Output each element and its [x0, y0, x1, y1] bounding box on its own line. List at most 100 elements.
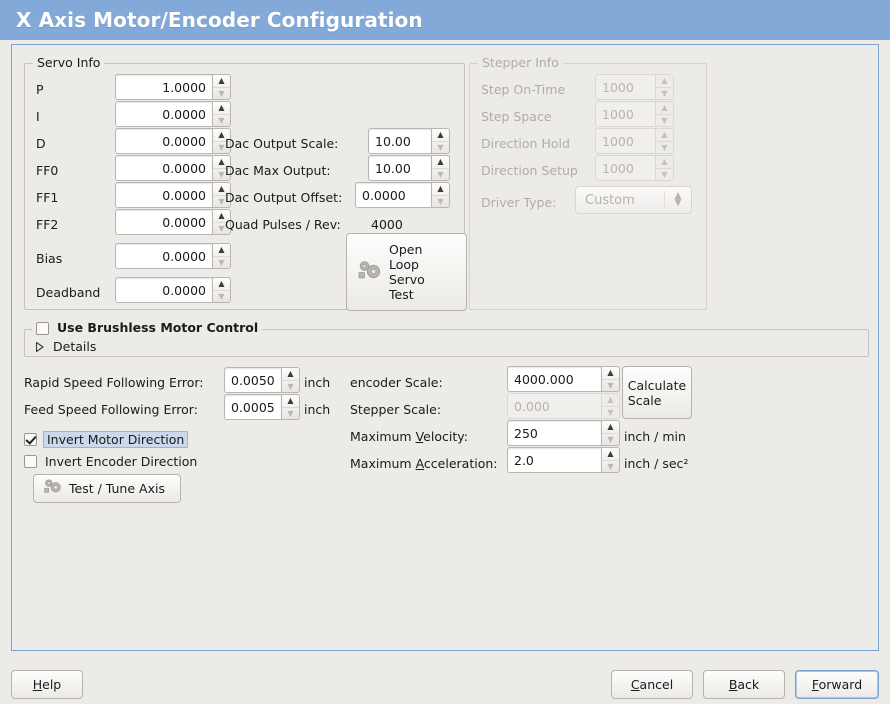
- dac-max-output-value[interactable]: 10.00: [368, 155, 431, 181]
- max-acceleration-stepper[interactable]: ▲ ▼: [601, 447, 620, 473]
- spin-up-icon[interactable]: ▲: [218, 76, 225, 85]
- spin-up-icon[interactable]: ▲: [607, 422, 614, 431]
- encoder-scale-spin[interactable]: 4000.000 ▲ ▼: [507, 366, 620, 392]
- dac-output-offset-stepper[interactable]: ▲ ▼: [431, 182, 450, 208]
- rapid-following-error-spin[interactable]: 0.0050 ▲ ▼: [224, 367, 300, 393]
- spin-down-icon[interactable]: ▼: [602, 433, 619, 445]
- spin-up-icon[interactable]: ▲: [218, 245, 225, 254]
- feed-following-error-spin[interactable]: 0.0005 ▲ ▼: [224, 394, 300, 420]
- servo-spin-d[interactable]: 0.0000 ▲ ▼: [115, 128, 231, 154]
- use-brushless-motor-control-checkbox[interactable]: [36, 321, 49, 335]
- servo-spin-ff1-stepper[interactable]: ▲ ▼: [212, 182, 231, 208]
- servo-spin-p-stepper[interactable]: ▲ ▼: [212, 74, 231, 100]
- test-tune-axis-button[interactable]: Test / Tune Axis: [33, 474, 181, 503]
- spin-up-icon[interactable]: ▲: [437, 184, 444, 193]
- spin-down-icon[interactable]: ▼: [213, 222, 230, 234]
- invert-encoder-direction-row[interactable]: Invert Encoder Direction: [24, 454, 197, 469]
- servo-label-i: I: [36, 109, 40, 124]
- spin-down-icon[interactable]: ▼: [282, 407, 299, 419]
- servo-spin-i-stepper[interactable]: ▲ ▼: [212, 101, 231, 127]
- spin-up-icon[interactable]: ▲: [287, 396, 294, 405]
- spin-down-icon[interactable]: ▼: [213, 290, 230, 302]
- servo-spin-p[interactable]: 1.0000 ▲ ▼: [115, 74, 231, 100]
- spin-down-icon[interactable]: ▼: [213, 168, 230, 180]
- servo-spin-d-stepper[interactable]: ▲ ▼: [212, 128, 231, 154]
- dac-output-scale-stepper[interactable]: ▲ ▼: [431, 128, 450, 154]
- max-velocity-label-pre: Maximum: [350, 429, 416, 444]
- rapid-following-error-stepper[interactable]: ▲ ▼: [281, 367, 300, 393]
- spin-up-icon[interactable]: ▲: [437, 157, 444, 166]
- spin-up-icon[interactable]: ▲: [218, 157, 225, 166]
- help-button[interactable]: Help: [11, 670, 83, 699]
- dac-output-offset-value[interactable]: 0.0000: [355, 182, 431, 208]
- invert-encoder-direction-checkbox[interactable]: [24, 455, 37, 468]
- max-acceleration-value[interactable]: 2.0: [507, 447, 601, 473]
- servo-spin-i[interactable]: 0.0000 ▲ ▼: [115, 101, 231, 127]
- max-velocity-stepper[interactable]: ▲ ▼: [601, 420, 620, 446]
- details-expander[interactable]: Details: [34, 339, 96, 354]
- spin-down-icon[interactable]: ▼: [602, 460, 619, 472]
- spin-up-icon[interactable]: ▲: [218, 103, 225, 112]
- rapid-following-error-value[interactable]: 0.0050: [224, 367, 281, 393]
- feed-following-error-stepper[interactable]: ▲ ▼: [281, 394, 300, 420]
- calculate-scale-button[interactable]: Calculate Scale: [622, 366, 692, 419]
- servo-spin-ff0-value[interactable]: 0.0000: [115, 155, 212, 181]
- forward-button[interactable]: Forward: [795, 670, 879, 699]
- spin-up-icon[interactable]: ▲: [218, 279, 225, 288]
- servo-spin-ff2-value[interactable]: 0.0000: [115, 209, 212, 235]
- dac-max-output-spin[interactable]: 10.00 ▲ ▼: [368, 155, 450, 181]
- spin-down-icon[interactable]: ▼: [213, 87, 230, 99]
- invert-motor-direction-row[interactable]: Invert Motor Direction: [24, 431, 189, 448]
- servo-spin-ff2[interactable]: 0.0000 ▲ ▼: [115, 209, 231, 235]
- spin-down-icon[interactable]: ▼: [432, 141, 449, 153]
- spin-down-icon[interactable]: ▼: [282, 380, 299, 392]
- servo-spin-bias-stepper[interactable]: ▲ ▼: [212, 243, 231, 269]
- spin-down-icon[interactable]: ▼: [213, 141, 230, 153]
- cancel-button[interactable]: Cancel: [611, 670, 693, 699]
- spin-up-icon[interactable]: ▲: [607, 449, 614, 458]
- max-velocity-spin[interactable]: 250 ▲ ▼: [507, 420, 620, 446]
- spin-down-icon[interactable]: ▼: [213, 195, 230, 207]
- servo-spin-deadband-value[interactable]: 0.0000: [115, 277, 212, 303]
- spin-up-icon[interactable]: ▲: [218, 184, 225, 193]
- spin-down-icon[interactable]: ▼: [213, 256, 230, 268]
- spin-down-icon[interactable]: ▼: [432, 168, 449, 180]
- dac-max-output-stepper[interactable]: ▲ ▼: [431, 155, 450, 181]
- spin-up-icon[interactable]: ▲: [437, 130, 444, 139]
- max-acceleration-label-post: cceleration:: [423, 456, 498, 471]
- open-loop-servo-test-button[interactable]: Open Loop Servo Test: [346, 233, 467, 311]
- servo-spin-ff0-stepper[interactable]: ▲ ▼: [212, 155, 231, 181]
- invert-motor-direction-checkbox[interactable]: [24, 433, 37, 446]
- servo-spin-ff1[interactable]: 0.0000 ▲ ▼: [115, 182, 231, 208]
- servo-spin-deadband-stepper[interactable]: ▲ ▼: [212, 277, 231, 303]
- servo-spin-ff2-stepper[interactable]: ▲ ▼: [212, 209, 231, 235]
- max-acceleration-spin[interactable]: 2.0 ▲ ▼: [507, 447, 620, 473]
- dac-output-offset-spin[interactable]: 0.0000 ▲ ▼: [355, 182, 450, 208]
- servo-spin-ff0[interactable]: 0.0000 ▲ ▼: [115, 155, 231, 181]
- max-velocity-value[interactable]: 250: [507, 420, 601, 446]
- spin-up-icon[interactable]: ▲: [607, 368, 614, 377]
- servo-spin-d-value[interactable]: 0.0000: [115, 128, 212, 154]
- spin-down-icon[interactable]: ▼: [213, 114, 230, 126]
- spin-down-icon[interactable]: ▼: [432, 195, 449, 207]
- servo-spin-i-value[interactable]: 0.0000: [115, 101, 212, 127]
- servo-spin-bias[interactable]: 0.0000 ▲ ▼: [115, 243, 231, 269]
- servo-spin-ff1-value[interactable]: 0.0000: [115, 182, 212, 208]
- servo-spin-p-value[interactable]: 1.0000: [115, 74, 212, 100]
- back-button-label: Back: [729, 677, 759, 692]
- dac-output-scale-value[interactable]: 10.00: [368, 128, 431, 154]
- dac-output-scale-spin[interactable]: 10.00 ▲ ▼: [368, 128, 450, 154]
- max-velocity-label-key: V: [415, 429, 424, 444]
- spin-up-icon[interactable]: ▲: [218, 211, 225, 220]
- chevron-right-icon[interactable]: [34, 341, 45, 353]
- servo-spin-bias-value[interactable]: 0.0000: [115, 243, 212, 269]
- back-button[interactable]: Back: [703, 670, 785, 699]
- spin-down-icon: ▼: [602, 406, 619, 418]
- encoder-scale-stepper[interactable]: ▲ ▼: [601, 366, 620, 392]
- spin-up-icon[interactable]: ▲: [218, 130, 225, 139]
- feed-following-error-value[interactable]: 0.0005: [224, 394, 281, 420]
- servo-spin-deadband[interactable]: 0.0000 ▲ ▼: [115, 277, 231, 303]
- spin-up-icon[interactable]: ▲: [287, 369, 294, 378]
- encoder-scale-value[interactable]: 4000.000: [507, 366, 601, 392]
- spin-down-icon[interactable]: ▼: [602, 379, 619, 391]
